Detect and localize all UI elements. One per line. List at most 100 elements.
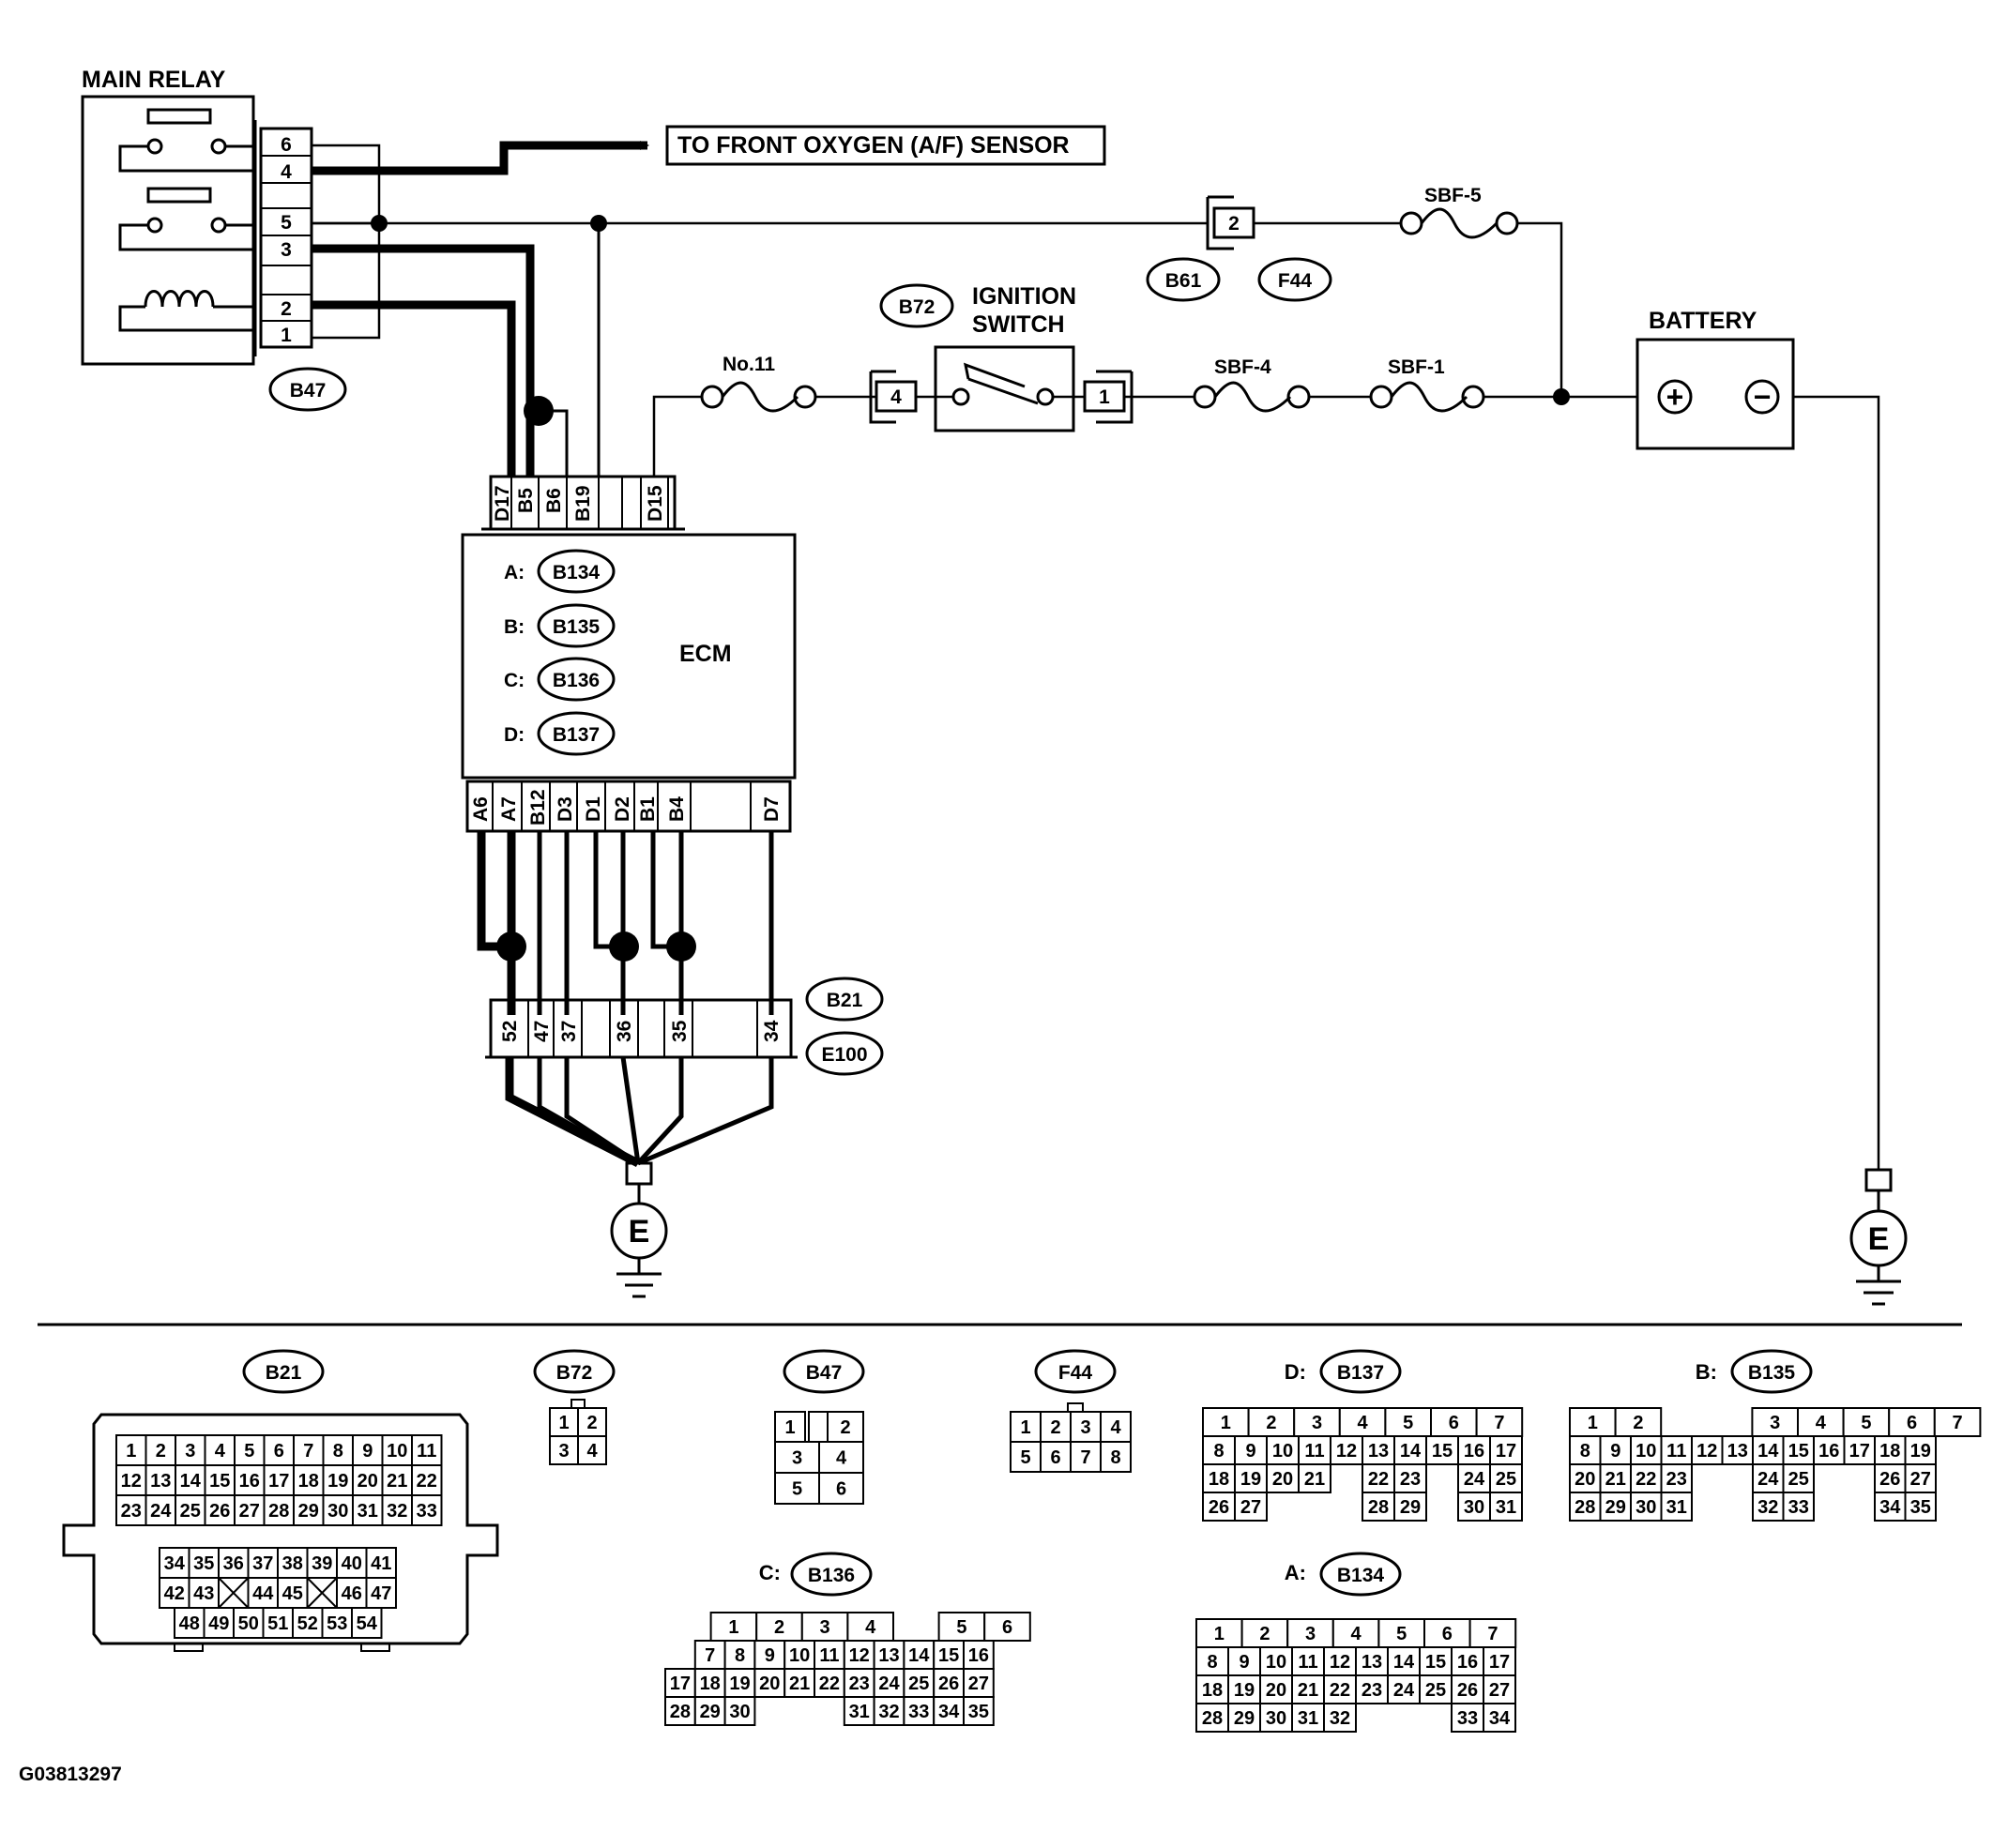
legend-b72-cell-number: 3 xyxy=(558,1441,569,1462)
legend-a134-cell-number: 21 xyxy=(1298,1680,1318,1701)
fuse-sbf4 xyxy=(1193,381,1373,413)
legend-b135-cell-number: 16 xyxy=(1818,1441,1839,1462)
legend-b21-cell xyxy=(159,1547,190,1579)
legend-b135-cell-number: 25 xyxy=(1788,1469,1809,1490)
legend-a134-cell-number: 15 xyxy=(1425,1652,1446,1673)
legend-b21-cell-number: 28 xyxy=(268,1501,289,1522)
legend-c136-cell-number: 35 xyxy=(968,1702,989,1722)
legend-a134-cell-number: 7 xyxy=(1487,1624,1498,1644)
legend-a134-cell-number: 17 xyxy=(1489,1652,1510,1673)
legend-f44-cell xyxy=(1100,1441,1132,1473)
legend-c136-cell-number: 10 xyxy=(789,1645,810,1666)
legend-b21-cell-number: 44 xyxy=(252,1583,274,1604)
code-b47: B47 xyxy=(290,380,327,401)
legend-a134-cell xyxy=(1195,1646,1229,1676)
legend-b21-cell xyxy=(381,1434,413,1466)
relay-pin: 4 xyxy=(281,161,292,183)
legend-a134-cell-number: 26 xyxy=(1457,1680,1478,1701)
legend-b47-cell-number: 1 xyxy=(784,1417,795,1438)
legend-a134-cell-number: 11 xyxy=(1298,1652,1317,1673)
ground-wiring xyxy=(477,831,798,1168)
legend-b135-cell-number: 10 xyxy=(1635,1441,1656,1462)
legend-c136-cell xyxy=(963,1696,995,1726)
legend-b21-cell-number: 33 xyxy=(417,1501,437,1522)
ecm-prefix-c: C: xyxy=(504,670,525,691)
code-b72: B72 xyxy=(899,296,936,318)
legend-b21-cell-number: 47 xyxy=(371,1583,391,1604)
legend-a134-cell-number: 2 xyxy=(1259,1624,1270,1644)
legend-a134-cell-number: 24 xyxy=(1393,1680,1415,1701)
legend-c136-cell-number: 31 xyxy=(849,1702,870,1722)
legend-b135-cell-number: 30 xyxy=(1635,1497,1656,1518)
legend-a134-cell xyxy=(1259,1646,1293,1676)
legend-d137-cell-number: 26 xyxy=(1209,1497,1229,1518)
legend-b21-cell-number: 15 xyxy=(209,1471,230,1492)
legend-c136-cell-number: 29 xyxy=(700,1702,721,1722)
legend-b21-cell-number: 5 xyxy=(244,1441,254,1462)
legend-d137-cell-number: 10 xyxy=(1272,1441,1293,1462)
legend-c136-cell xyxy=(753,1668,786,1698)
legend-d137-cell xyxy=(1362,1492,1395,1522)
legend-b135-cell-number: 13 xyxy=(1727,1441,1748,1462)
legend-b135-cell-number: 28 xyxy=(1575,1497,1595,1518)
legend-f44-cell-number: 8 xyxy=(1110,1447,1120,1468)
legend-d137-cell-number: 28 xyxy=(1368,1497,1389,1518)
legend-c136-cell xyxy=(933,1696,966,1726)
legend-d137-cell xyxy=(1202,1435,1236,1465)
legend-b47-cell-number: 6 xyxy=(836,1479,846,1500)
legend-a134-cell-number: 8 xyxy=(1207,1652,1217,1673)
legend-f44-cell xyxy=(1010,1411,1042,1443)
legend-c136-cell-number: 11 xyxy=(819,1645,839,1666)
legend-c136-cell-number: 8 xyxy=(735,1645,745,1666)
legend-b135-cell-number: 14 xyxy=(1757,1441,1779,1462)
legend-b21-cell-number: 1 xyxy=(126,1441,136,1462)
legend-a134-cell xyxy=(1259,1674,1293,1704)
legend-b135-cell-number: 26 xyxy=(1879,1469,1900,1490)
legend-a134-cell-number: 1 xyxy=(1214,1624,1225,1644)
legend-b135-cell-number: 31 xyxy=(1666,1497,1687,1518)
legend-b135-cell-number: 7 xyxy=(1953,1413,1963,1433)
joint-pin: 52 xyxy=(499,1021,521,1042)
legend-b135-cell-number: 34 xyxy=(1879,1497,1901,1518)
ecm-bottom-pin: B12 xyxy=(527,789,549,826)
legend-b21-cell-number: 43 xyxy=(193,1583,214,1604)
relay-pin: 6 xyxy=(281,134,292,156)
legend-c136-oval xyxy=(790,1552,873,1597)
legend-b47-cell xyxy=(774,1411,806,1443)
legend-b135-cell-number: 2 xyxy=(1633,1413,1643,1433)
legend-a134-cell-number: 3 xyxy=(1305,1624,1316,1644)
legend-b21-blank-cross xyxy=(306,1577,338,1609)
legend-b21-cell-number: 40 xyxy=(342,1553,362,1574)
legend-b47-cell xyxy=(818,1472,864,1505)
legend-b135-cell-number: 21 xyxy=(1605,1469,1626,1490)
legend-b21-cell-number: 4 xyxy=(215,1441,226,1462)
legend-a134-cell xyxy=(1419,1646,1453,1676)
legend-b21-cell xyxy=(277,1577,309,1609)
legend-b21-cell-number: 14 xyxy=(180,1471,202,1492)
legend-b21-cell-number: 8 xyxy=(333,1441,343,1462)
figure-id: G03813297 xyxy=(19,1764,122,1785)
legend-b21-cell-number: 25 xyxy=(180,1501,201,1522)
legend-b21-cell xyxy=(145,1494,176,1526)
legend-a134-cell xyxy=(1483,1703,1516,1733)
legend-b21-cell-number: 30 xyxy=(327,1501,348,1522)
legend-d137-cell-number: 18 xyxy=(1209,1469,1229,1490)
legend-d137-cell-number: 22 xyxy=(1368,1469,1389,1490)
legend-b21-cell xyxy=(351,1607,383,1639)
legend-d137-prefix: D: xyxy=(1285,1360,1306,1384)
legend-d137-cell-number: 11 xyxy=(1304,1441,1324,1462)
ecm-prefix-a: A: xyxy=(504,562,525,583)
legend-d137-cell xyxy=(1489,1492,1523,1522)
legend-b21-cell-number: 19 xyxy=(327,1471,348,1492)
legend-b72-cell-number: 1 xyxy=(558,1413,569,1433)
legend-c136-cell xyxy=(723,1696,756,1726)
legend-b21-cell-number: 34 xyxy=(164,1553,186,1574)
legend-b135-cell-number: 35 xyxy=(1910,1497,1931,1518)
legend-b21-cell-number: 12 xyxy=(121,1471,142,1492)
legend-b21-cell-number: 22 xyxy=(417,1471,437,1492)
legend-b21-cell xyxy=(321,1607,353,1639)
legend-a134-cell xyxy=(1331,1618,1380,1648)
legend-d137-cell-number: 3 xyxy=(1312,1413,1322,1433)
legend-b21-cell-number: 45 xyxy=(282,1583,303,1604)
